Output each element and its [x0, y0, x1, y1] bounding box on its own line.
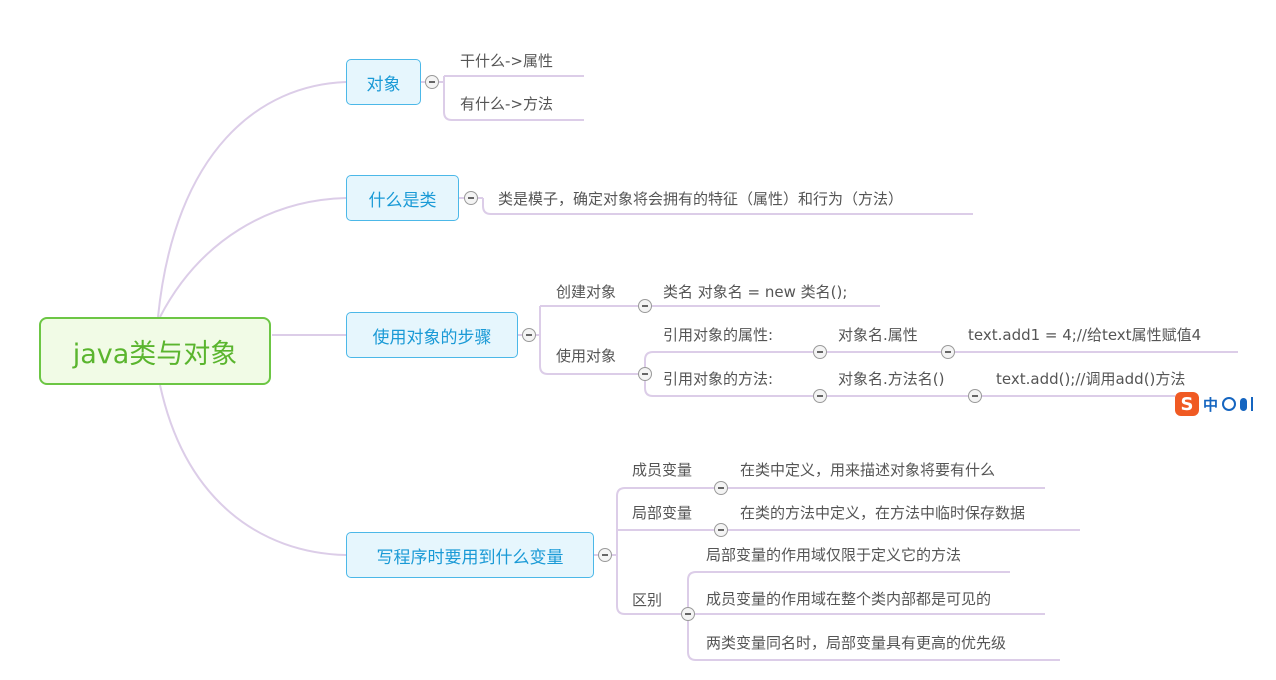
subtopic-difference-item[interactable]: 成员变量的作用域在整个类内部都是可见的 — [706, 590, 992, 608]
topic-what-is-class[interactable]: 什么是类 — [346, 175, 459, 221]
minus-icon — [429, 81, 435, 83]
minus-icon — [972, 395, 978, 397]
subtopic-reference-attribute[interactable]: 引用对象的属性: — [663, 326, 774, 344]
topic-steps[interactable]: 使用对象的步骤 — [346, 312, 518, 358]
subtopic-method-syntax[interactable]: 对象名.方法名() — [838, 370, 945, 388]
collapse-toggle[interactable] — [638, 299, 652, 313]
subtopic-reference-method[interactable]: 引用对象的方法: — [663, 370, 774, 388]
root-topic[interactable]: java类与对象 — [39, 317, 271, 385]
keyboard-icon[interactable] — [1251, 397, 1254, 411]
subtopic-difference-item[interactable]: 局部变量的作用域仅限于定义它的方法 — [706, 546, 962, 564]
subtopic-use-object[interactable]: 使用对象 — [556, 347, 617, 365]
subtopic-member-variable-desc[interactable]: 在类中定义，用来描述对象将要有什么 — [740, 461, 996, 479]
minus-icon — [945, 351, 951, 353]
minus-icon — [526, 334, 532, 336]
collapse-toggle[interactable] — [968, 389, 982, 403]
collapse-toggle[interactable] — [638, 367, 652, 381]
topic-what-is-class-label: 什么是类 — [368, 190, 437, 211]
minus-icon — [685, 613, 691, 615]
collapse-toggle[interactable] — [464, 191, 478, 205]
topic-steps-label: 使用对象的步骤 — [372, 327, 492, 348]
sogou-logo-icon: S — [1175, 392, 1199, 416]
collapse-toggle[interactable] — [714, 523, 728, 537]
subtopic-create-syntax[interactable]: 类名 对象名 = new 类名(); — [663, 283, 848, 301]
minus-icon — [718, 529, 724, 531]
subtopic-method-example[interactable]: text.add();//调用add()方法 — [996, 370, 1186, 388]
subtopic-local-variable-desc[interactable]: 在类的方法中定义，在方法中临时保存数据 — [740, 504, 1026, 522]
collapse-toggle[interactable] — [813, 389, 827, 403]
subtopic-methods[interactable]: 有什么->方法 — [460, 95, 553, 113]
subtopic-attribute-syntax[interactable]: 对象名.属性 — [838, 326, 918, 344]
subtopic-attribute-example[interactable]: text.add1 = 4;//给text属性赋值4 — [968, 326, 1202, 344]
collapse-toggle[interactable] — [941, 345, 955, 359]
root-topic-label: java类与对象 — [72, 338, 238, 370]
subtopic-difference-item[interactable]: 两类变量同名时，局部变量具有更高的优先级 — [706, 634, 1007, 652]
topic-object[interactable]: 对象 — [346, 59, 421, 105]
collapse-toggle[interactable] — [522, 328, 536, 342]
ime-mode-label[interactable]: 中 — [1203, 395, 1219, 414]
topic-variables-label: 写程序时要用到什么变量 — [376, 547, 564, 568]
microphone-icon[interactable] — [1240, 397, 1248, 411]
collapse-toggle[interactable] — [813, 345, 827, 359]
minus-icon — [718, 487, 724, 489]
subtopic-attributes[interactable]: 干什么->属性 — [460, 52, 553, 70]
emoji-icon[interactable] — [1222, 397, 1237, 411]
collapse-toggle[interactable] — [598, 548, 612, 562]
subtopic-local-variable[interactable]: 局部变量 — [632, 504, 693, 522]
collapse-toggle[interactable] — [714, 481, 728, 495]
collapse-toggle[interactable] — [681, 607, 695, 621]
minus-icon — [602, 554, 608, 556]
collapse-toggle[interactable] — [425, 75, 439, 89]
minus-icon — [468, 197, 474, 199]
topic-variables[interactable]: 写程序时要用到什么变量 — [346, 532, 594, 578]
subtopic-create-object[interactable]: 创建对象 — [556, 283, 617, 301]
subtopic-member-variable[interactable]: 成员变量 — [632, 461, 693, 479]
minus-icon — [642, 305, 648, 307]
subtopic-difference[interactable]: 区别 — [632, 591, 663, 609]
topic-object-label: 对象 — [366, 74, 401, 95]
minus-icon — [817, 395, 823, 397]
minus-icon — [817, 351, 823, 353]
ime-toolbar[interactable]: S 中 — [1175, 390, 1276, 418]
subtopic-class-definition[interactable]: 类是模子，确定对象将会拥有的特征（属性）和行为（方法） — [498, 190, 904, 208]
minus-icon — [642, 373, 648, 375]
